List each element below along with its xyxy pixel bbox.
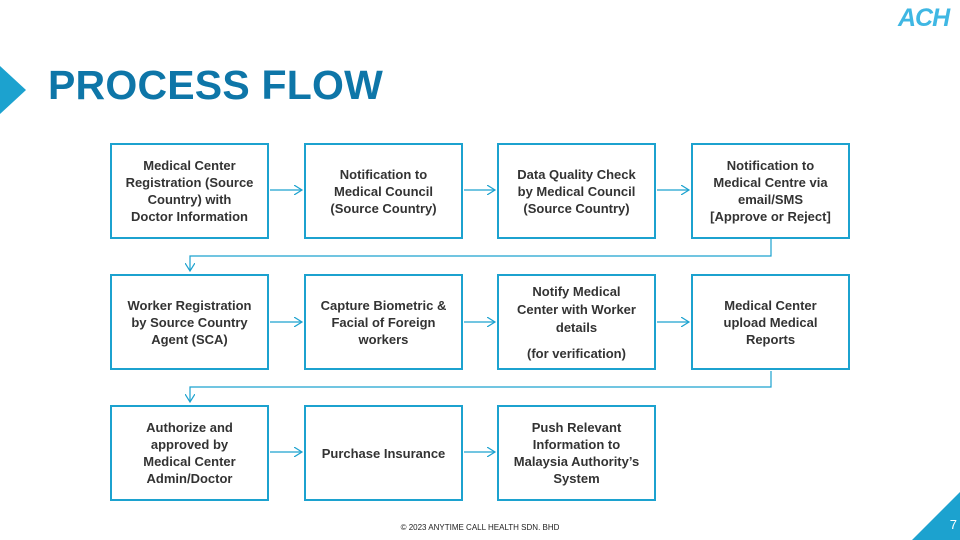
step-notification-medical-council: Notification to Medical Council (Source … bbox=[304, 143, 463, 239]
step-label: Purchase Insurance bbox=[321, 445, 446, 461]
title-marker-icon bbox=[0, 66, 26, 114]
footer-copyright: © 2023 ANYTIME CALL HEALTH SDN. BHD bbox=[400, 523, 560, 532]
step-note: (for verification) bbox=[527, 345, 626, 361]
step-notify-medical-center: Notify Medical Center with Worker detail… bbox=[497, 274, 656, 370]
logo-text: ACH bbox=[898, 4, 950, 32]
step-notification-medical-centre: Notification to Medical Centre via email… bbox=[691, 143, 850, 239]
step-medical-center-registration: Medical Center Registration (Source Coun… bbox=[110, 143, 269, 239]
step-label: Notification to Medical Council (Source … bbox=[330, 166, 437, 216]
connector-8-9 bbox=[190, 371, 772, 402]
step-upload-medical-reports: Medical Center upload Medical Reports bbox=[691, 274, 850, 370]
connector-4-5 bbox=[190, 239, 772, 271]
page-number: 7 bbox=[949, 517, 957, 532]
step-data-quality-check: Data Quality Check by Medical Council (S… bbox=[497, 143, 656, 239]
step-label: Data Quality Check by Medical Council (S… bbox=[517, 166, 636, 216]
step-push-information: Push Relevant Information to Malaysia Au… bbox=[497, 405, 656, 501]
step-purchase-insurance: Purchase Insurance bbox=[304, 405, 463, 501]
step-label: Push Relevant Information to Malaysia Au… bbox=[513, 420, 640, 486]
step-label: Worker Registration by Source Country Ag… bbox=[127, 297, 252, 347]
step-label: Capture Biometric & Facial of Foreign wo… bbox=[320, 297, 447, 347]
step-label: Authorize and approved by Medical Center… bbox=[143, 420, 236, 486]
step-worker-registration: Worker Registration by Source Country Ag… bbox=[110, 274, 269, 370]
company-logo: ACH bbox=[898, 4, 954, 34]
step-capture-biometric: Capture Biometric & Facial of Foreign wo… bbox=[304, 274, 463, 370]
step-authorize-approve: Authorize and approved by Medical Center… bbox=[110, 405, 269, 501]
page-title: PROCESS FLOW bbox=[48, 62, 383, 108]
corner-decoration bbox=[912, 492, 960, 540]
step-label: Medical Center Registration (Source Coun… bbox=[125, 158, 254, 224]
step-label: Notify Medical Center with Worker detail… bbox=[517, 283, 636, 335]
step-label: Medical Center upload Medical Reports bbox=[723, 297, 818, 347]
step-label: Notification to Medical Centre via email… bbox=[710, 158, 831, 224]
